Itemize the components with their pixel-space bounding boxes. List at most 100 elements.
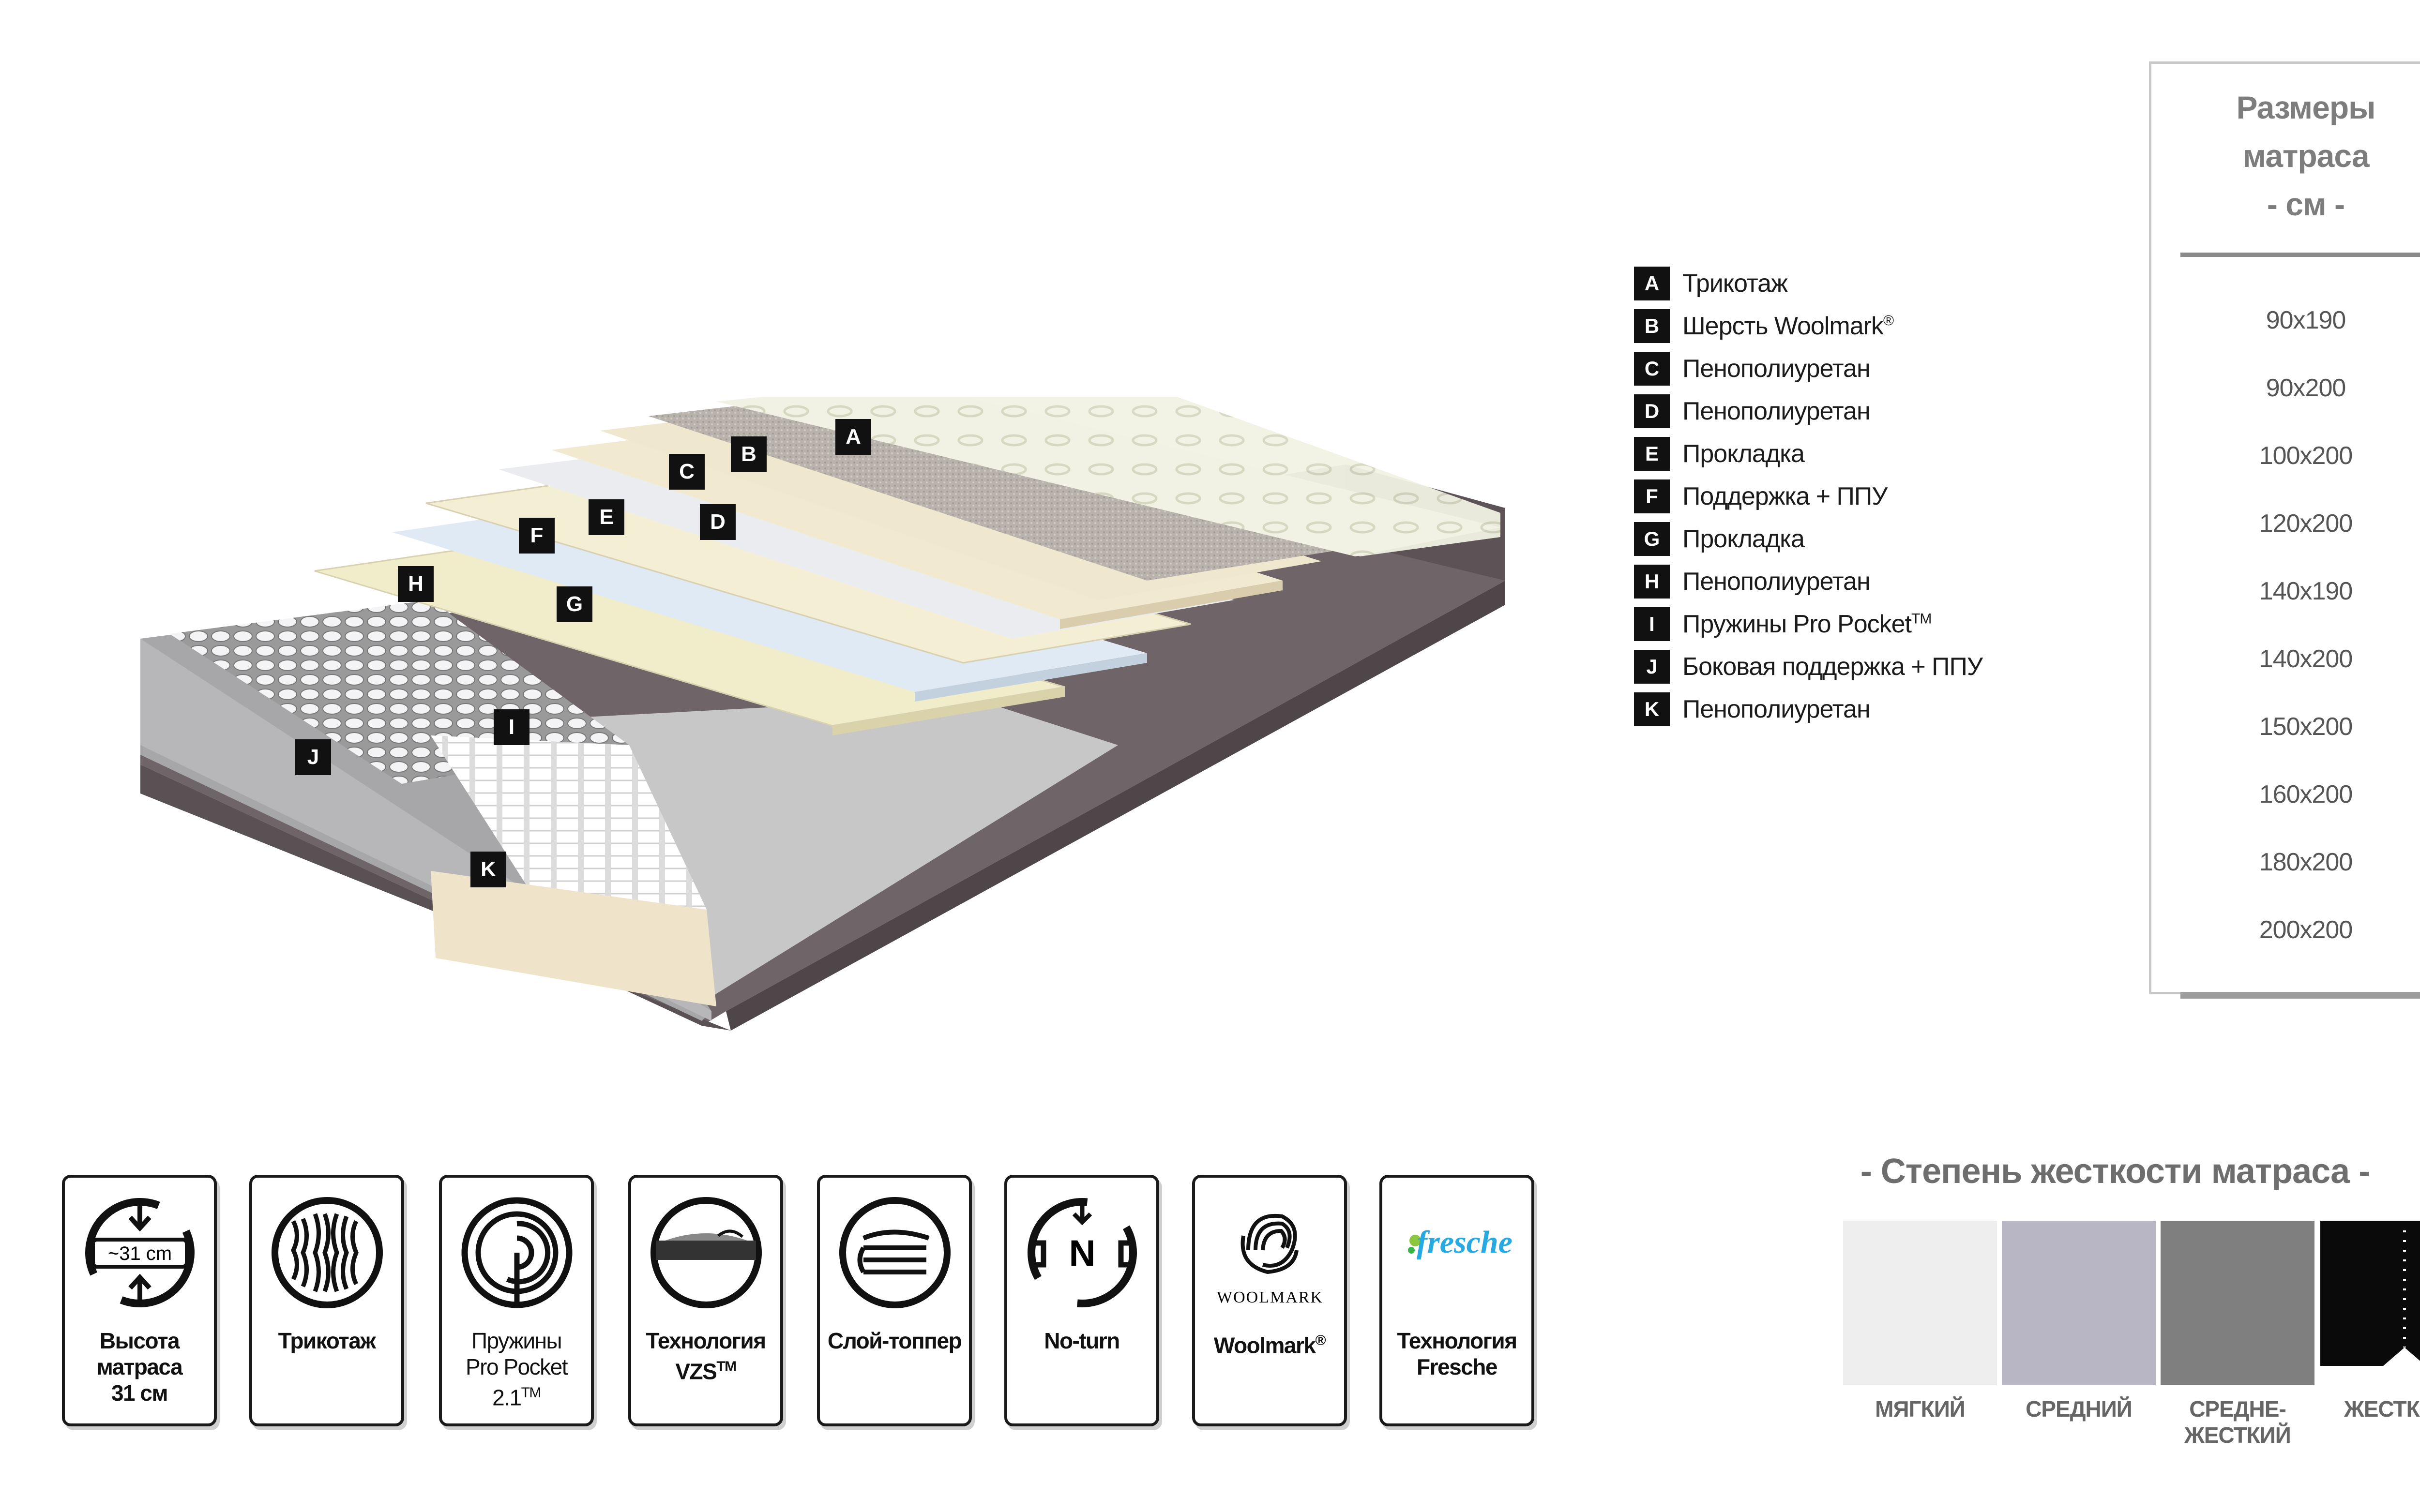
size-item: 140x190 [2259, 577, 2353, 605]
feature-label: Пружины Pro Pocket 2.1TM [442, 1328, 591, 1410]
legend-letter: B [1634, 309, 1670, 343]
feature-label: Технология Fresche [1382, 1328, 1531, 1380]
legend-sup: TM [1911, 611, 1932, 627]
feature-label: No-turn [1007, 1328, 1156, 1354]
marker-A: A [835, 419, 871, 455]
feature-no-turn: N No-turn [1004, 1175, 1159, 1426]
feature-label-line: Технология [646, 1328, 766, 1353]
size-item: 120x200 [2259, 509, 2353, 538]
feature-label: Woolmark® [1195, 1328, 1344, 1358]
legend-letter: H [1634, 565, 1670, 599]
marker-F: F [519, 518, 555, 554]
feature-label-line: Слой-топпер [827, 1328, 962, 1353]
topper-icon [839, 1197, 951, 1308]
size-item: 160x200 [2259, 780, 2353, 808]
legend-text: Пружины Pro PocketTM [1682, 610, 1932, 639]
no-turn-icon: N [1028, 1198, 1137, 1307]
legend-letter: J [1634, 650, 1670, 684]
feature-fresche: fresche Технология Fresche [1379, 1175, 1534, 1426]
firmness-swatch-medium [2002, 1221, 2156, 1385]
size-item: 100x200 [2259, 442, 2353, 470]
feature-label-line: Pro Pocket 2.1TM [442, 1354, 591, 1410]
firmness-swatch-soft [1843, 1221, 1997, 1385]
feature-springs: Пружины Pro Pocket 2.1TM [439, 1175, 594, 1426]
sizes-title-line: - см - [2267, 186, 2345, 222]
feature-label-sup: TM [521, 1385, 542, 1401]
feature-label-line: 31 см [111, 1380, 168, 1406]
marker-G: G [557, 586, 592, 622]
legend-text: Боковая поддержка + ППУ [1682, 653, 1983, 681]
firmness-label: СРЕДНЕ-ЖЕСТКИЙ [2184, 1396, 2291, 1448]
size-item: 150x200 [2259, 713, 2353, 741]
legend-letter: C [1634, 352, 1670, 386]
feature-label-main: Woolmark [1213, 1332, 1316, 1358]
feature-label-line: Высота матраса [96, 1328, 183, 1379]
vzs-icon [650, 1197, 762, 1308]
legend-letter: D [1634, 394, 1670, 428]
knit-icon [272, 1197, 383, 1308]
feature-label-main: Pro Pocket 2.1 [466, 1354, 568, 1410]
feature-label-main: VZS [675, 1359, 717, 1384]
feature-vzs: Технология VZSTM [628, 1175, 783, 1426]
legend-text: Пенополиуретан [1682, 695, 1871, 723]
feature-woolmark: WOOLMARK Woolmark® [1192, 1175, 1347, 1426]
sizes-title-line: матраса [2242, 138, 2369, 174]
legend-row-F: F Поддержка + ППУ [1634, 475, 1982, 518]
sizes-bottom-rule [2180, 992, 2420, 999]
feature-label-line: No-turn [1044, 1328, 1120, 1353]
firmness-label: ЖЕСТКИЙ [2344, 1396, 2420, 1422]
feature-label-line: Технология [1397, 1328, 1517, 1353]
sizes-panel: Размеры матраса - см - 90x190 90x200 100… [2149, 61, 2420, 999]
feature-label: Высота матраса 31 см [65, 1328, 214, 1406]
size-item: 90x190 [2266, 306, 2346, 334]
size-item: 180x200 [2259, 848, 2353, 876]
marker-K: K [470, 852, 506, 887]
legend-text-main: Пружины Pro Pocket [1682, 610, 1912, 638]
feature-knit: Трикотаж [249, 1175, 404, 1426]
legend-letter: E [1634, 437, 1670, 471]
feature-label-line: VZSTM [631, 1354, 780, 1384]
firmness-label: МЯГКИЙ [1875, 1396, 1966, 1422]
marker-H: H [398, 566, 434, 602]
size-item: 90x200 [2266, 374, 2346, 402]
legend-row-C: C Пенополиуретан [1634, 347, 1982, 390]
woolmark-icon-text: WOOLMARK [1217, 1288, 1323, 1306]
legend-sup: ® [1883, 313, 1894, 329]
feature-label: Слой-топпер [820, 1328, 969, 1354]
size-item: 140x200 [2259, 645, 2353, 673]
sizes-divider [2180, 253, 2420, 257]
firmness-swatch-firm [2320, 1221, 2420, 1385]
spring-icon [461, 1197, 573, 1308]
legend-text: Шерсть Woolmark® [1682, 312, 1894, 341]
feature-label: Трикотаж [252, 1328, 401, 1354]
mattress-cutaway-illustration: A B C D E F G H I J K [121, 377, 1525, 1050]
firmness-swatch-medium-firm [2161, 1221, 2314, 1385]
legend-text: Пенополиуретан [1682, 568, 1871, 596]
legend-row-I: I Пружины Pro PocketTM [1634, 603, 1982, 645]
woolmark-icon: WOOLMARK [1217, 1213, 1323, 1306]
legend-letter: F [1634, 479, 1670, 513]
sizes-title-line: Размеры [2236, 90, 2375, 125]
legend-row-B: B Шерсть Woolmark® [1634, 305, 1982, 347]
firmness-title: - Степень жесткости матраса - [1860, 1152, 2370, 1191]
no-turn-icon-letter: N [1069, 1233, 1096, 1274]
legend-text-main: Шерсть Woolmark [1682, 312, 1884, 340]
feature-label-line: Трикотаж [278, 1328, 376, 1353]
legend-text: Пенополиуретан [1682, 355, 1871, 383]
size-item: 200x200 [2259, 916, 2353, 944]
feature-label-sup: ® [1315, 1332, 1326, 1348]
legend-text: Поддержка + ППУ [1682, 482, 1888, 510]
feature-topper: Слой-топпер [817, 1175, 972, 1426]
legend-letter: I [1634, 607, 1670, 641]
firmness-pointer [2320, 1230, 2420, 1385]
feature-height: ~31 cm Высота матраса 31 см [62, 1175, 217, 1426]
legend-row-E: E Прокладка [1634, 433, 1982, 475]
feature-label-line: Woolmark® [1195, 1328, 1344, 1358]
legend-text: Прокладка [1682, 440, 1805, 468]
fresche-icon-text: fresche [1417, 1225, 1512, 1260]
legend-row-J: J Боковая поддержка + ППУ [1634, 645, 1983, 688]
legend-row-H: H Пенополиуретан [1634, 560, 1982, 603]
